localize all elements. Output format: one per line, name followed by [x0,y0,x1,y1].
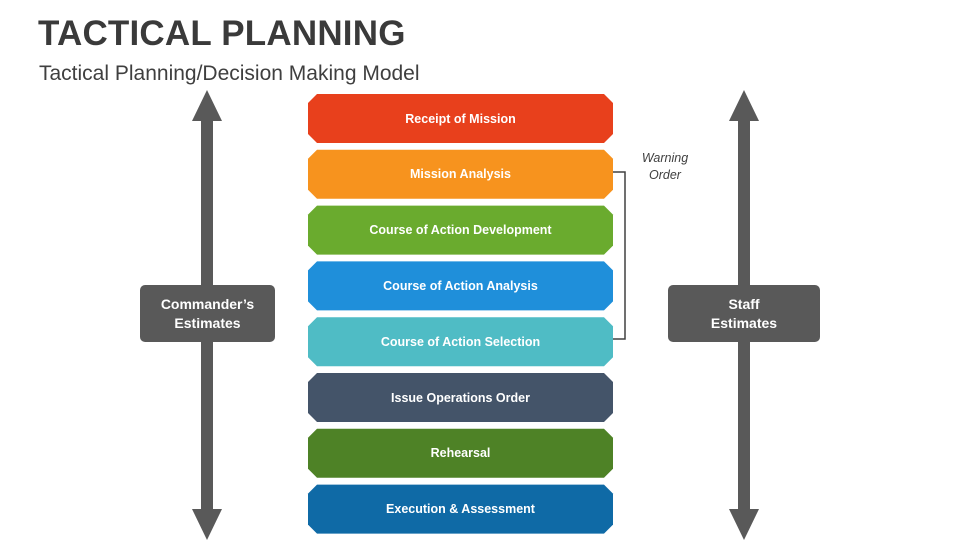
step-label: Receipt of Mission [405,111,516,126]
left-arrow-down-head [192,509,222,540]
step-shape [308,94,613,143]
right-arrow-down-head [729,509,759,540]
page-title: TACTICAL PLANNING [38,14,406,53]
right-arrow-shaft-bottom [738,342,750,510]
left-arrow-shaft-top [201,120,213,285]
step-label: Course of Action Selection [380,334,541,349]
step-label: Execution & Assessment [386,502,535,517]
page-subtitle: Tactical Planning/Decision Making Model [39,62,420,85]
step-label: Rehearsal [430,446,491,461]
step-label: Course of Action Analysis [383,278,538,293]
warning-order-bracket [613,171,626,340]
step-shape [308,317,613,367]
step-shape [308,149,613,199]
warning-order-note: Warning Order [641,151,689,182]
step-shape [308,428,613,478]
left-arrow-shaft-bottom [201,342,213,510]
step-label: Issue Operations Order [391,390,530,405]
step-label: Course of Action Development [369,223,552,238]
step-shape [308,373,613,422]
commanders-estimates-box: Commander’s Estimates [140,285,275,342]
step-shapes [308,94,613,534]
step-shape [308,261,613,311]
left-arrow-up-head [192,90,222,121]
right-arrow-up-head [729,90,759,121]
staff-estimates-box: Staff Estimates [668,285,820,342]
right-double-arrow [729,90,759,540]
right-arrow-shaft-top [738,120,750,285]
step-label: Mission Analysis [410,167,511,182]
step-shape [308,205,613,255]
step-shape [308,484,613,534]
left-double-arrow [192,90,222,540]
